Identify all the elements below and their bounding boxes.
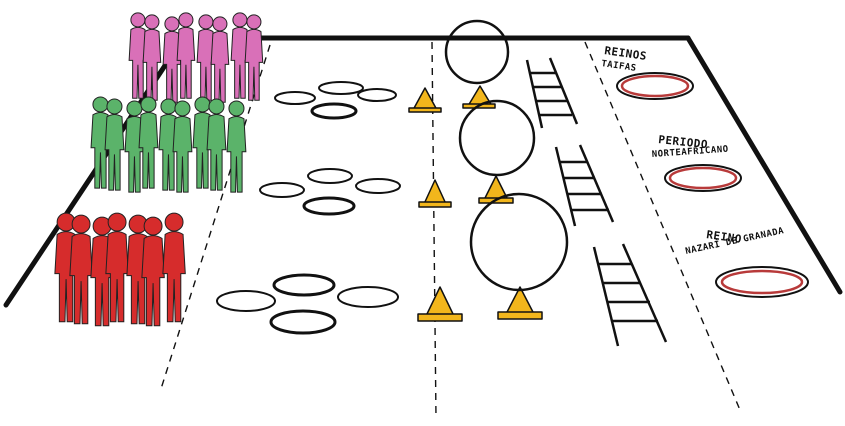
target-ring-icon bbox=[665, 165, 741, 191]
zone-label-reinos-taifas-line2: TAIFAS bbox=[601, 59, 638, 74]
team-red bbox=[55, 213, 185, 326]
cone-icon bbox=[419, 180, 451, 207]
team-pink bbox=[129, 13, 263, 102]
ladders bbox=[527, 58, 666, 346]
hoop-icon bbox=[338, 287, 398, 307]
hoop-group-bottom bbox=[217, 275, 398, 333]
hoop-icon bbox=[358, 89, 396, 101]
vertical-ring-icon bbox=[446, 21, 508, 83]
vertical-ring-icon bbox=[471, 194, 567, 290]
ladder-icon bbox=[594, 244, 666, 346]
hoop-icon bbox=[319, 82, 363, 94]
person-icon bbox=[227, 101, 246, 192]
hoop-group-top bbox=[275, 82, 396, 118]
target-rings bbox=[617, 73, 808, 297]
cone-icon bbox=[498, 287, 542, 319]
ladder-icon bbox=[556, 145, 613, 226]
target-ring-icon bbox=[716, 267, 808, 297]
person-icon bbox=[211, 17, 229, 102]
cone-icon bbox=[418, 287, 462, 321]
hoop-icon bbox=[274, 275, 334, 295]
cones bbox=[409, 86, 542, 321]
zone-label-periodo-line2: NORTEAFRICANO bbox=[652, 145, 730, 160]
hoop-icon bbox=[260, 183, 304, 197]
vertical-ring-icon bbox=[460, 101, 534, 175]
person-icon bbox=[245, 15, 263, 100]
ladder-icon bbox=[527, 58, 577, 128]
hoop-icon bbox=[308, 169, 352, 183]
hoop-icon bbox=[304, 198, 354, 214]
zone-label-reino-nazari-line2: NAZARÍ DE GRANADA bbox=[684, 224, 785, 257]
vertical-rings bbox=[446, 21, 567, 290]
hoop-group-middle bbox=[260, 169, 400, 214]
team-green bbox=[91, 97, 246, 192]
hoop-icon bbox=[312, 104, 356, 118]
hoop-icon bbox=[356, 179, 400, 193]
person-icon bbox=[207, 99, 226, 190]
person-icon bbox=[105, 99, 124, 190]
person-icon bbox=[173, 101, 192, 192]
person-icon bbox=[163, 213, 185, 322]
hoop-icon bbox=[275, 92, 315, 104]
hoop-icon bbox=[271, 311, 335, 333]
cone-icon bbox=[409, 88, 441, 112]
target-ring-icon bbox=[617, 73, 693, 99]
hoop-icon bbox=[217, 291, 275, 311]
person-icon bbox=[177, 13, 195, 98]
